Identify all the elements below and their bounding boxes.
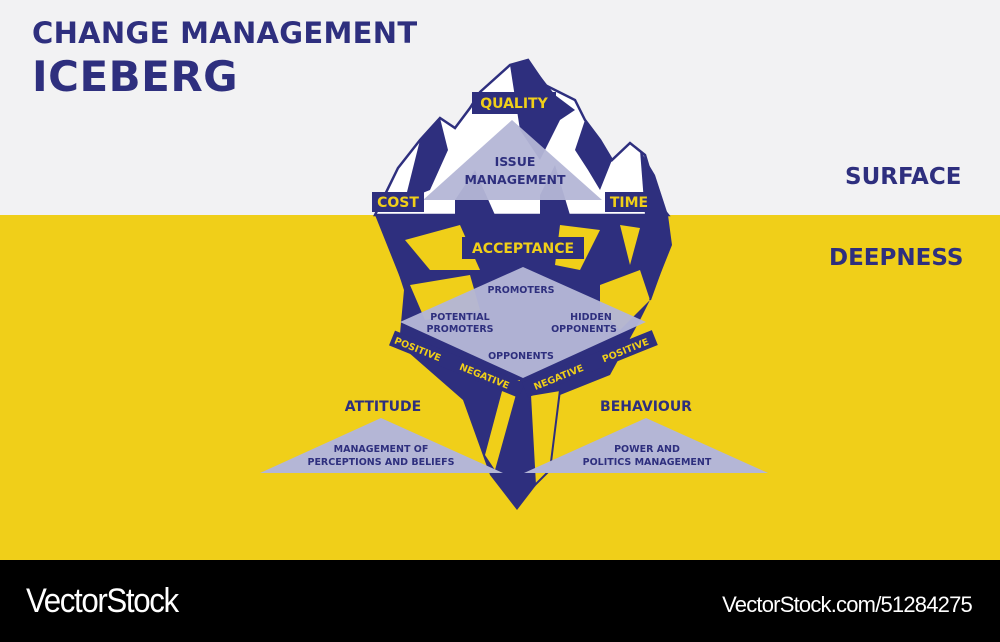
acceptance-label: ACCEPTANCE — [472, 241, 574, 257]
behaviour-title: BEHAVIOUR — [600, 399, 692, 415]
behaviour-line2: POLITICS MANAGEMENT — [583, 457, 712, 468]
attitude-line1: MANAGEMENT OF — [334, 444, 429, 455]
issue-management-line1: ISSUE — [495, 154, 536, 169]
acceptance-diamond — [400, 267, 646, 378]
behaviour-line1: POWER AND — [614, 444, 680, 455]
iceberg-diagram: ISSUE MANAGEMENT QUALITY COST TIME ACCEP… — [260, 58, 768, 510]
potential-promoters-line1: POTENTIAL — [430, 312, 489, 323]
footer-bar: VectorStock VectorStock.com/51284275 — [0, 560, 1000, 642]
hidden-opponents-line1: HIDDEN — [570, 312, 612, 323]
hidden-opponents-line2: OPPONENTS — [551, 324, 617, 335]
title-line-1: CHANGE MANAGEMENT — [32, 16, 418, 50]
surface-label: SURFACE — [845, 164, 962, 190]
issue-management-line2: MANAGEMENT — [464, 172, 565, 187]
title-line-2: ICEBERG — [32, 52, 239, 101]
quality-tag — [472, 92, 556, 114]
behaviour-triangle — [524, 418, 768, 473]
promoters-label: PROMOTERS — [487, 285, 554, 296]
cost-label: COST — [377, 195, 419, 211]
opponents-label: OPPONENTS — [488, 351, 554, 362]
attitude-line2: PERCEPTIONS AND BELIEFS — [307, 457, 454, 468]
attitude-title: ATTITUDE — [345, 399, 421, 415]
quality-label: QUALITY — [480, 96, 548, 112]
time-tag — [605, 192, 653, 212]
footer-brand: VectorStock — [26, 582, 179, 620]
cost-tag — [372, 192, 424, 212]
attitude-triangle — [260, 418, 503, 473]
potential-promoters-line2: PROMOTERS — [426, 324, 493, 335]
footer-url: VectorStock.com/51284275 — [722, 592, 973, 617]
issue-management-triangle — [423, 120, 602, 200]
deepness-label: DEEPNESS — [829, 245, 964, 271]
acceptance-tag — [462, 237, 584, 259]
time-label: TIME — [610, 195, 648, 211]
